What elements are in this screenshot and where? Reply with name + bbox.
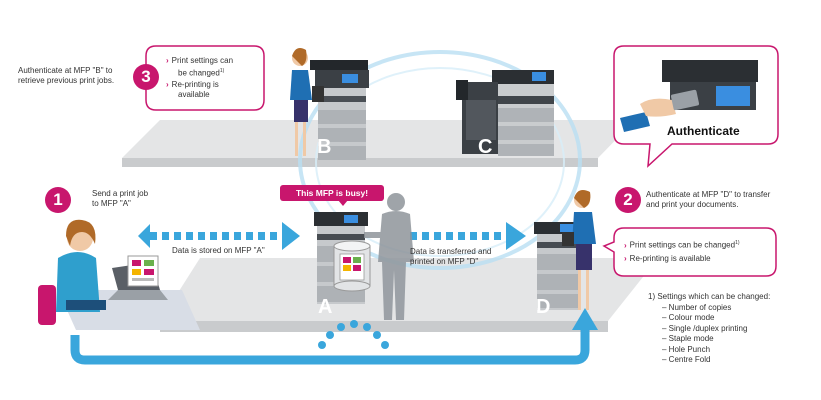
settings-item: Hole Punch <box>648 345 770 356</box>
settings-item: Single /duplex printing <box>648 324 770 335</box>
step3-badge: 3 <box>133 64 159 90</box>
authenticate-label: Authenticate <box>667 124 740 138</box>
mfp-c-letter: C <box>478 136 493 158</box>
step3-intro: Authenticate at MFP "B" to retrieve prev… <box>18 66 114 86</box>
dotted-arc <box>318 320 389 349</box>
step1-badge: 1 <box>45 187 71 213</box>
transfer-arrow <box>410 222 526 250</box>
settings-item: Number of copies <box>648 303 770 314</box>
person-silhouette-icon <box>364 193 414 320</box>
footnote-marker: 1) <box>735 240 740 246</box>
step3-bullet1-line1: Print settings can <box>171 56 234 65</box>
settings-item: Colour mode <box>648 313 770 324</box>
step2-bullet2-text: Re-printing is available <box>629 254 711 263</box>
settings-heading: 1) Settings which can be changed: <box>648 292 771 301</box>
authenticate-callout <box>613 45 779 168</box>
woman-with-tablet-icon <box>290 48 324 156</box>
printer-icon <box>310 60 369 160</box>
step2-badge: 2 <box>615 187 641 213</box>
step2-bullet2: ›Re-printing is available <box>624 254 711 264</box>
woman-with-tablet-icon <box>562 190 596 310</box>
step1-text: Send a print job to MFP "A" <box>92 189 148 209</box>
step2-text: Authenticate at MFP "D" to transfer and … <box>646 190 770 210</box>
step1-text-line1: Send a print job <box>92 189 149 198</box>
footnote-marker: 1) <box>219 68 225 74</box>
step3-bullet2: ›Re-printing is available <box>166 80 219 100</box>
return-arrow <box>70 308 598 365</box>
stored-arrow <box>138 222 300 250</box>
chevron-right-icon: › <box>166 56 169 65</box>
step3-intro-line2: retrieve previous print jobs. <box>18 76 115 85</box>
step2-text-line2: and print your documents. <box>646 200 739 209</box>
id-card-icon <box>640 89 700 117</box>
step3-bullet1: ›Print settings can be changed1) <box>166 56 233 79</box>
document-icon <box>127 255 159 287</box>
settings-footnote: 1) Settings which can be changed: Number… <box>648 292 770 366</box>
step1-text-line2: to MFP "A" <box>92 199 131 208</box>
chevron-right-icon: › <box>624 254 627 263</box>
step3-bullet1-line2: be changed <box>178 68 220 78</box>
network-ring <box>298 50 582 270</box>
transfer-label: Data is transferred and printed on MFP "… <box>410 247 491 267</box>
step2-bubble <box>602 227 777 277</box>
transfer-label-line2: printed on MFP "D" <box>410 257 479 266</box>
transfer-label-line1: Data is transferred and <box>410 247 492 256</box>
step2-bullet1: ›Print settings can be changed1) <box>624 238 740 251</box>
settings-item: Staple mode <box>648 334 770 345</box>
step3-bubble <box>134 45 265 111</box>
busy-label: This MFP is busy! <box>280 185 384 201</box>
printer-icon <box>456 70 554 156</box>
mfp-d-letter: D <box>536 296 551 318</box>
step3-intro-line1: Authenticate at MFP "B" to <box>18 66 113 75</box>
step2-text-line1: Authenticate at MFP "D" to transfer <box>646 190 771 199</box>
settings-item: Centre Fold <box>648 355 770 366</box>
stored-label: Data is stored on MFP "A" <box>172 246 265 255</box>
database-icon <box>333 240 371 292</box>
mfp-b-letter: B <box>317 136 332 158</box>
step3-bullet2-line2: available <box>178 90 210 99</box>
upper-floor <box>122 120 635 167</box>
lower-floor <box>160 258 658 332</box>
chevron-right-icon: › <box>624 240 627 250</box>
chevron-right-icon: › <box>166 80 169 89</box>
busy-label-tail <box>338 200 348 206</box>
step3-bullet2-line1: Re-printing is <box>171 80 219 89</box>
step2-bullet1-text: Print settings can be changed <box>629 240 736 250</box>
mfp-a-letter: A <box>318 296 333 318</box>
printer-icon <box>534 222 584 310</box>
